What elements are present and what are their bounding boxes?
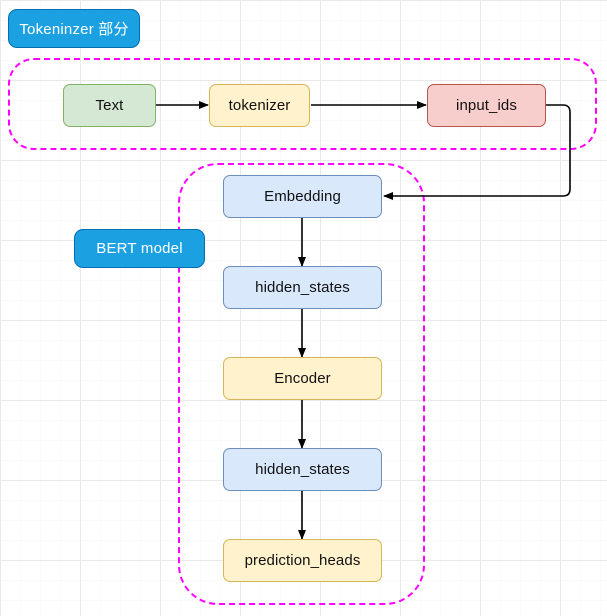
node-input-ids-label: input_ids [456,97,517,114]
node-tokenizer-label: tokenizer [228,97,291,114]
bert-group-tag-label: BERT model [96,240,183,257]
node-text-label: Text [95,97,124,114]
node-encoder[interactable]: Encoder [223,357,382,400]
node-hidden-states-1[interactable]: hidden_states [223,266,382,309]
node-embedding-label: Embedding [264,188,341,205]
tokenizer-group-tag[interactable]: Tokeninzer 部分 [8,9,140,48]
node-hidden-states-1-label: hidden_states [255,279,350,296]
node-input-ids[interactable]: input_ids [427,84,546,127]
tokenizer-group-tag-label: Tokeninzer 部分 [19,21,129,38]
node-tokenizer[interactable]: tokenizer [209,84,310,127]
tokenizer-group-region [8,58,597,150]
node-prediction-heads-label: prediction_heads [244,552,361,569]
node-hidden-states-2-label: hidden_states [255,461,350,478]
bert-group-region [178,163,425,605]
node-prediction-heads[interactable]: prediction_heads [223,539,382,582]
bert-group-tag[interactable]: BERT model [74,229,205,268]
node-embedding[interactable]: Embedding [223,175,382,218]
node-encoder-label: Encoder [274,370,331,387]
node-text[interactable]: Text [63,84,156,127]
node-hidden-states-2[interactable]: hidden_states [223,448,382,491]
